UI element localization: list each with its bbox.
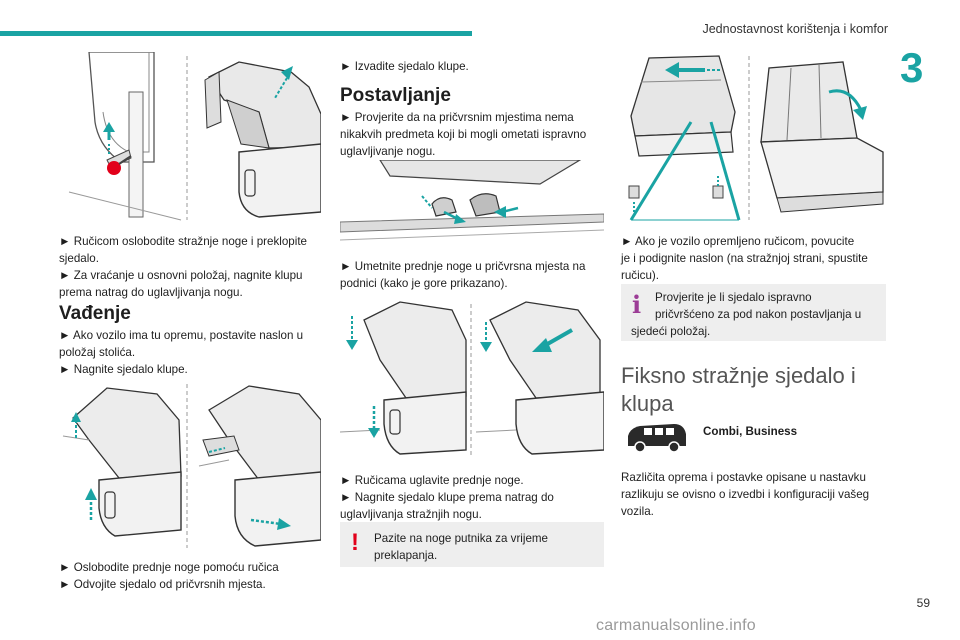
col3-paragraph-1: ► Ako je vozilo opremljeno ručicom, povu… (621, 235, 868, 282)
watermark: carmanualsonline.info (596, 617, 756, 634)
page-number: 59 (916, 596, 930, 610)
header-accent-bar (0, 31, 472, 36)
heading-postavljanje: Postavljanje (340, 85, 451, 106)
warning-icon: ! (351, 529, 359, 556)
figure-front-legs-insert (340, 160, 604, 252)
figure-legs-lock (340, 300, 604, 460)
heading-vadenje: Vađenje (59, 303, 131, 324)
col1-paragraph-1: ► Ručicom oslobodite stražnje noge i pre… (59, 235, 307, 299)
figure-backrest-raise (621, 52, 886, 222)
info-icon: i (632, 290, 642, 319)
header-title: Jednostavnost korištenja i komfor (702, 22, 888, 36)
col3-paragraph-2: Različita oprema i postavke opisane u na… (621, 471, 870, 518)
figure-seat-removal (59, 380, 321, 550)
van-icon (624, 420, 690, 459)
version-label: Combi, Business (703, 425, 798, 438)
col2-paragraph-4: ► Ručicama uglavite prednje noge.► Nagni… (340, 474, 554, 521)
col2-paragraph-1: ► Izvadite sjedalo klupe. (340, 60, 469, 73)
col1-paragraph-2: ► Ako vozilo ima tu opremu, postavite na… (59, 329, 304, 376)
col2-paragraph-3: ► Umetnite prednje noge u pričvrsna mjes… (340, 260, 586, 290)
col2-paragraph-2: ► Provjerite da na pričvrsnim mjestima n… (340, 111, 587, 158)
chapter-number: 3 (900, 44, 924, 91)
figure-rear-legs-release (59, 52, 321, 222)
col1-paragraph-3: ► Oslobodite prednje noge pomoću ručica►… (59, 561, 279, 591)
